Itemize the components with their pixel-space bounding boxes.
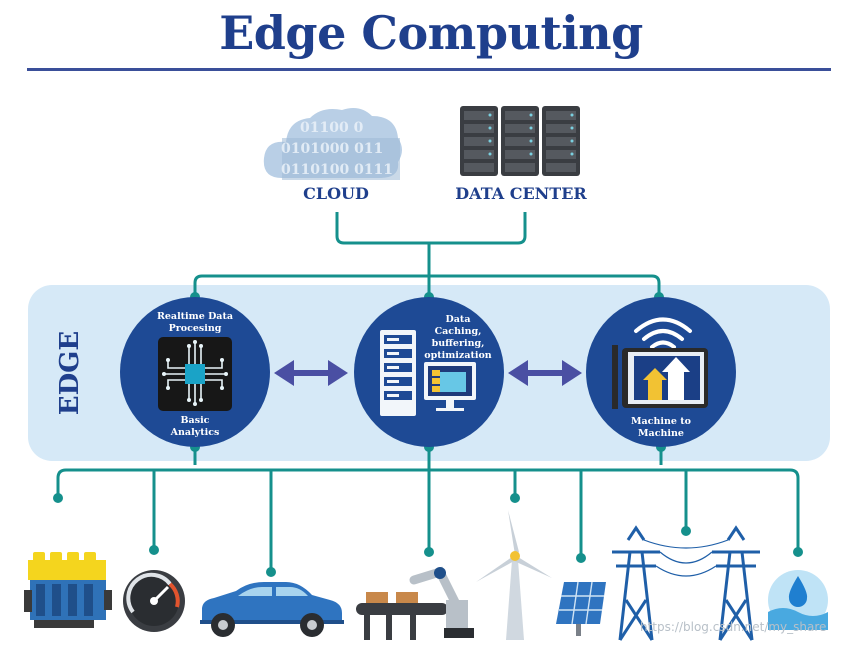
title-divider xyxy=(27,68,831,71)
water-drop-icon xyxy=(768,570,828,630)
node-label: Realtime Data xyxy=(157,311,233,322)
node-label: Basic xyxy=(181,415,210,426)
chip-icon xyxy=(158,337,232,411)
solar-panel-icon xyxy=(556,581,606,636)
node-label: Machine xyxy=(638,428,684,439)
gauge-icon xyxy=(123,570,185,632)
node-label: optimization xyxy=(424,350,492,361)
node-label: Data xyxy=(446,314,471,325)
node-label: Caching, xyxy=(435,326,482,337)
node-label: Machine to xyxy=(631,416,691,427)
data-center-label: DATA CENTER xyxy=(455,184,587,203)
node-label: Procesing xyxy=(169,323,222,334)
cloud-binary-line: 0101000 011 xyxy=(281,141,383,157)
robot-arm-conveyor-icon xyxy=(356,566,474,640)
double-arrow-icon xyxy=(508,360,582,386)
power-line-tower-icon xyxy=(612,525,760,641)
cloud-binary-line: 0110100 0111 xyxy=(281,162,393,178)
car-icon xyxy=(200,582,344,637)
watermark: https://blog.csdn.net/my_share xyxy=(640,620,827,634)
page-title: Edge Computing xyxy=(219,6,643,60)
cloud-label: CLOUD xyxy=(303,184,369,203)
cloud-binary-line: 01100 0 xyxy=(300,120,364,136)
node-label: Analytics xyxy=(170,427,220,438)
tablet-wifi-icon xyxy=(612,317,708,409)
edge-label: EDGE xyxy=(55,331,85,415)
cloud-icon: 01100 0 0101000 011 0110100 0111 xyxy=(263,108,402,180)
double-arrow-icon xyxy=(274,360,348,386)
server-rack-icon xyxy=(460,106,580,176)
wind-turbine-icon xyxy=(476,510,552,640)
server-monitor-icon xyxy=(380,330,476,416)
node-label: buffering, xyxy=(432,338,485,349)
engine-icon xyxy=(24,552,112,628)
cloud-connectors xyxy=(193,212,661,297)
